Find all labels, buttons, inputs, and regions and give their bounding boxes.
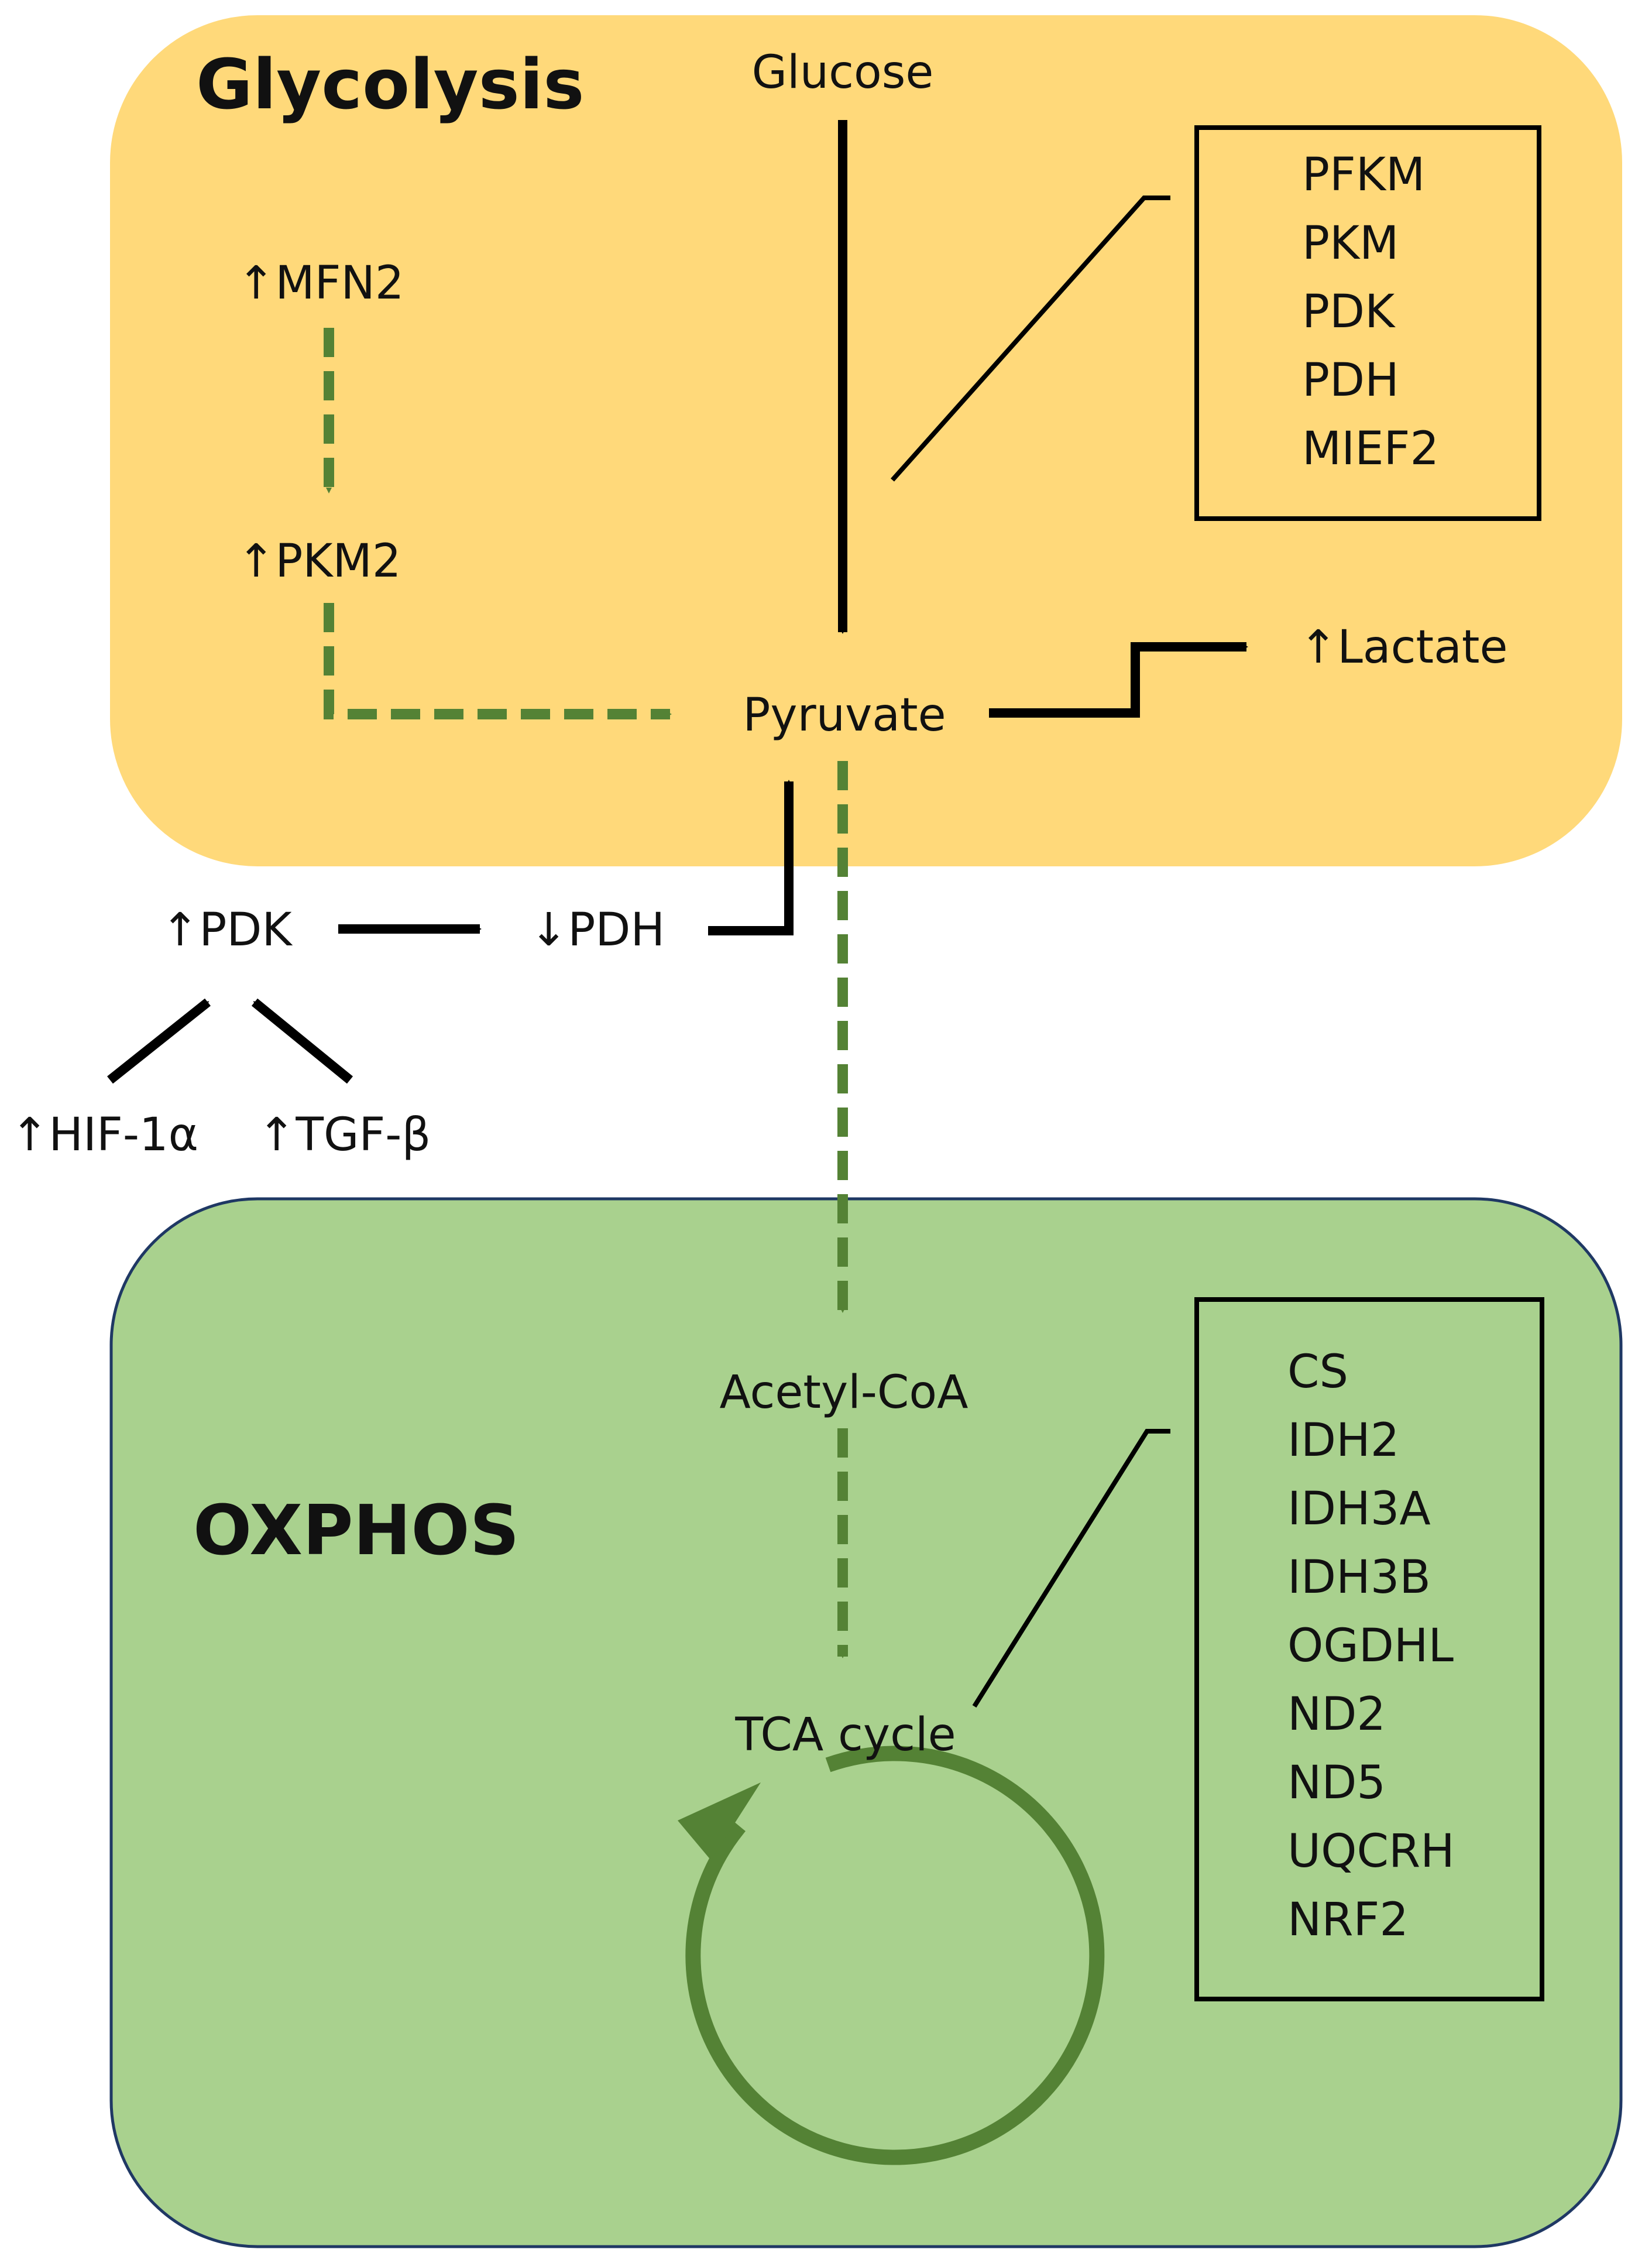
gene-label: ND2 (1287, 1688, 1386, 1741)
oxphos-region (109, 1197, 1623, 2248)
gene-label: NRF2 (1287, 1894, 1409, 1946)
glycolysis-gene-box (1194, 125, 1541, 521)
tca-cycle-circular-arrow (685, 1746, 1105, 2165)
pkm2-to-pyruvate-arrow (324, 603, 672, 719)
hif1a-to-pdk-arrow (107, 998, 211, 1084)
pyruvate-to-lactate-arrow (989, 642, 1248, 718)
gene-label: IDH2 (1287, 1414, 1399, 1467)
gene-label: ND5 (1287, 1757, 1386, 1809)
pdh-label: ↓PDH (530, 904, 665, 956)
gene-label: PDK (1302, 286, 1396, 338)
hif1a-label: ↑HIF-1α (11, 1109, 198, 1161)
pdh-to-pyruvate-arrow (708, 780, 794, 935)
oxphos-gene-box (1194, 1297, 1544, 2001)
glycolysis-gene-list: PFKM PKM PDK PDH MIEF2 (1302, 149, 1439, 475)
gene-label: IDH3B (1287, 1551, 1431, 1604)
glycolysis-region (110, 15, 1622, 866)
gene-label: OGDHL (1287, 1620, 1454, 1672)
pdk-label: ↑PDK (161, 904, 293, 956)
oxphos-gene-connector (972, 1429, 1170, 1708)
gene-label: PFKM (1302, 149, 1425, 201)
acetyl-coa-label: Acetyl-CoA (720, 1366, 968, 1419)
gene-label: PKM (1302, 217, 1399, 270)
pyruvate-label: Pyruvate (743, 689, 946, 742)
gene-label: CS (1287, 1346, 1348, 1398)
tca-cycle-arrowhead-icon (678, 1782, 761, 1860)
oxphos-title: OXPHOS (193, 1490, 520, 1571)
gene-label: MIEF2 (1302, 423, 1439, 475)
lactate-label: ↑Lactate (1299, 621, 1507, 674)
glycolysis-title: Glycolysis (196, 44, 585, 125)
tca-cycle-label: TCA cycle (734, 1709, 956, 1761)
gene-label: PDH (1302, 354, 1399, 407)
gene-label: UQCRH (1287, 1825, 1455, 1878)
gene-label: IDH3A (1287, 1483, 1431, 1535)
glucose-label: Glucose (752, 46, 934, 99)
glycolysis-gene-connector (891, 196, 1170, 482)
tgfb-to-pdk-arrow (251, 998, 353, 1084)
tgfb-label: ↑TGF-β (257, 1109, 431, 1161)
mfn2-label: ↑MFN2 (237, 257, 404, 310)
pkm2-label: ↑PKM2 (237, 535, 401, 588)
